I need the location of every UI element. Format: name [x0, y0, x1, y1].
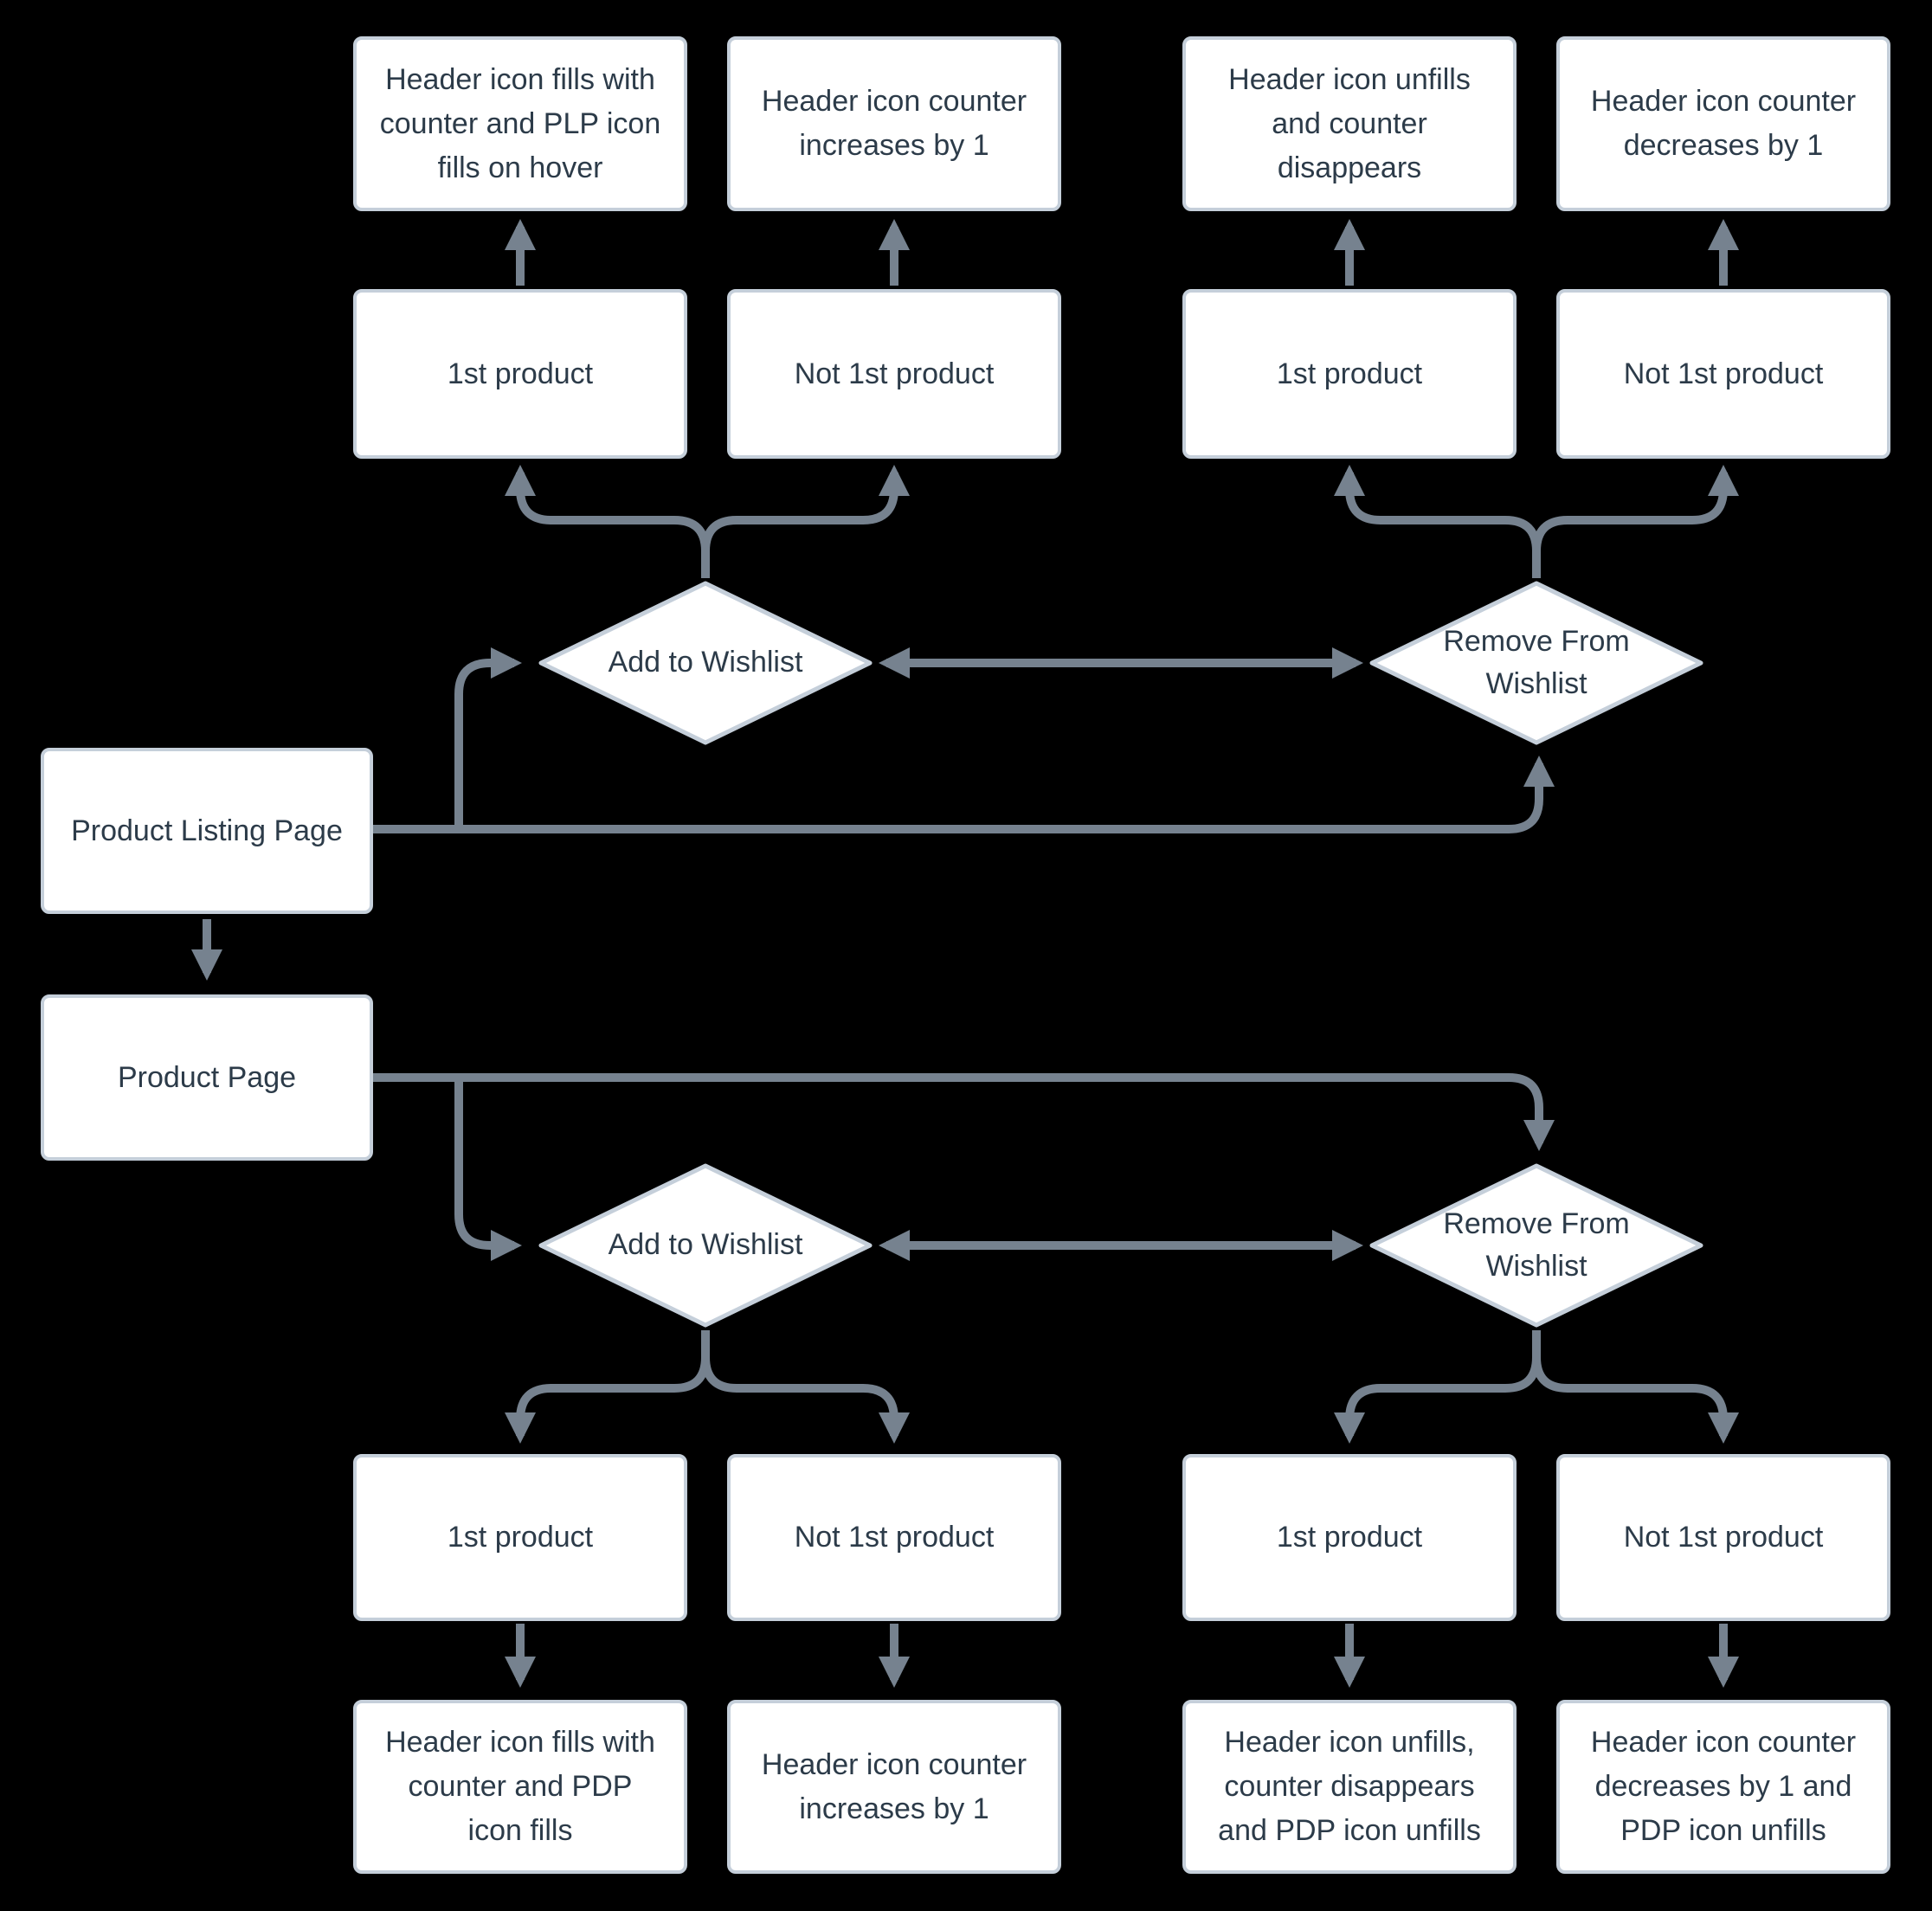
node-label: Header icon counter increases by 1: [761, 1747, 1027, 1825]
decision-diamond-pdp-remove-from-wishlist: Remove From Wishlist: [1369, 1163, 1703, 1328]
condition-box-plp-remove-first-product: 1st product: [1182, 289, 1517, 459]
connector-fork: [1532, 1330, 1739, 1444]
decision-diamond-pdp-add-to-wishlist: Add to Wishlist: [538, 1163, 873, 1328]
connector-fork: [505, 1330, 710, 1444]
condition-box-pdp-remove-not-first-product: Not 1st product: [1556, 1454, 1890, 1621]
diamond-shape: [538, 581, 873, 745]
diamond-shape: [1369, 581, 1703, 745]
connector-elbow: [373, 756, 1555, 833]
decision-diamond-plp-add-to-wishlist: Add to Wishlist: [538, 581, 873, 745]
connector-fork: [505, 465, 710, 578]
node-label: Remove From Wishlist: [1443, 1206, 1630, 1283]
connector-fork: [701, 465, 910, 578]
outcome-box-pdp-add-first: Header icon fills with counter and PDP i…: [353, 1700, 687, 1874]
start-box-product-page: Product Page: [41, 994, 373, 1161]
connector-elbow: [454, 1078, 522, 1261]
node-label: Header icon counter decreases by 1 and P…: [1590, 1726, 1857, 1847]
condition-box-pdp-remove-first-product: 1st product: [1182, 1454, 1517, 1621]
node-label: Not 1st product: [794, 1521, 995, 1554]
node-label: Header icon counter decreases by 1: [1590, 85, 1857, 162]
node-label: Not 1st product: [1623, 1521, 1824, 1554]
node-label: 1st product: [447, 1521, 594, 1554]
node-label: Product Page: [117, 1060, 297, 1094]
node-label: 1st product: [447, 357, 594, 390]
connector-fork: [1334, 465, 1541, 578]
decision-diamond-plp-remove-from-wishlist: Remove From Wishlist: [1369, 581, 1703, 745]
node-label: 1st product: [1276, 357, 1423, 390]
node-label: Add to Wishlist: [608, 1228, 803, 1262]
condition-box-pdp-add-first-product: 1st product: [353, 1454, 687, 1621]
condition-box-pdp-add-not-first-product: Not 1st product: [727, 1454, 1061, 1621]
node-label: Not 1st product: [794, 357, 995, 390]
outcome-box-plp-add-first: Header icon fills with counter and PLP i…: [353, 36, 687, 211]
connector-fork: [701, 1330, 910, 1444]
node-label: Header icon fills with counter and PLP i…: [379, 62, 661, 184]
condition-box-plp-add-first-product: 1st product: [353, 289, 687, 459]
node-label: 1st product: [1276, 1521, 1423, 1554]
condition-box-plp-add-not-first-product: Not 1st product: [727, 289, 1061, 459]
outcome-box-plp-remove-first: Header icon unfills and counter disappea…: [1182, 36, 1517, 211]
connector-fork: [1334, 1330, 1541, 1444]
node-label: Not 1st product: [1623, 357, 1824, 390]
outcome-box-pdp-add-not-first: Header icon counter increases by 1: [727, 1700, 1061, 1874]
outcome-box-plp-add-not-first: Header icon counter increases by 1: [727, 36, 1061, 211]
connector-fork: [1532, 465, 1739, 578]
outcome-box-plp-remove-not-first: Header icon counter decreases by 1: [1556, 36, 1890, 211]
condition-box-plp-remove-not-first-product: Not 1st product: [1556, 289, 1890, 459]
diamond-shape: [538, 1163, 873, 1328]
diamond-shape: [1369, 1163, 1703, 1328]
node-label: Header icon unfills, counter disappears …: [1218, 1726, 1481, 1847]
node-label: Header icon unfills and counter disappea…: [1228, 62, 1471, 184]
start-box-product-listing-page: Product Listing Page: [41, 748, 373, 914]
node-label: Header icon fills with counter and PDP i…: [385, 1726, 655, 1847]
outcome-box-pdp-remove-not-first: Header icon counter decreases by 1 and P…: [1556, 1700, 1890, 1874]
node-label: Add to Wishlist: [608, 646, 803, 679]
node-label: Header icon counter increases by 1: [761, 85, 1027, 162]
node-label: Remove From Wishlist: [1443, 624, 1630, 700]
connector-elbow: [373, 1073, 1555, 1151]
connector-elbow: [454, 647, 522, 829]
node-label: Product Listing Page: [71, 814, 343, 847]
outcome-box-pdp-remove-first: Header icon unfills, counter disappears …: [1182, 1700, 1517, 1874]
